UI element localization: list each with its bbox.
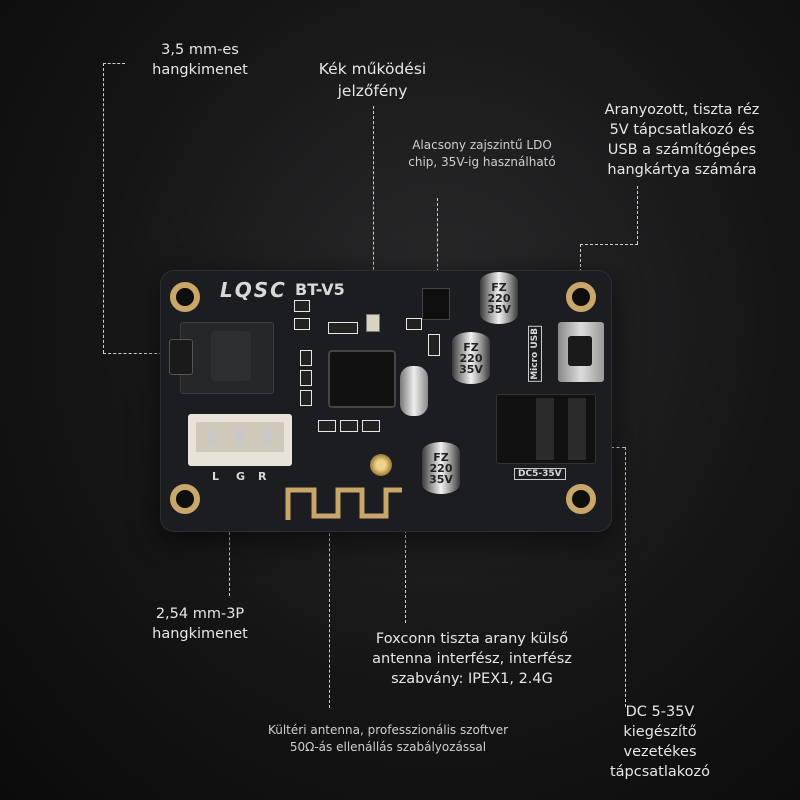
mounting-hole-bottom-left (170, 484, 200, 514)
label-dc-power: DC 5-35V kiegészítő vezetékes tápcsatlak… (609, 704, 711, 780)
pin-label-l: L (212, 470, 220, 483)
mounting-hole-top-left (170, 282, 200, 312)
capacitor-top: FZ 220 35V (480, 272, 518, 324)
leader-usb-horiz (580, 244, 638, 245)
micro-usb-port[interactable] (558, 322, 604, 382)
pcb-antenna (285, 487, 402, 520)
smd-pad (340, 420, 358, 432)
dc-label: DC5-35V (514, 468, 566, 480)
board-brand: LQSC (220, 278, 287, 302)
capacitor-bottom: FZ 220 35V (422, 442, 460, 494)
blue-led (366, 314, 380, 332)
pin-label-g: G (236, 470, 246, 483)
smd-pad (428, 334, 440, 356)
label-ldo-chip: Alacsony zajszintű LDO chip, 35V-ig hasz… (408, 138, 556, 169)
leader-antenna-interface (405, 475, 406, 623)
micro-usb-label: Micro USB (528, 326, 542, 382)
audio-jack[interactable] (169, 322, 274, 394)
leader-blue-led (373, 106, 374, 320)
label-pin-output: 2,54 mm-3P hangkimenet (152, 606, 248, 642)
label-outdoor-antenna: Kültéri antenna, professzionális szoftve… (267, 723, 509, 754)
label-audio-jack: 3,5 mm-es hangkimenet (152, 42, 248, 78)
mounting-hole-top-right (566, 282, 596, 312)
leader-audio-jack-vert (103, 63, 104, 353)
leader-outdoor-antenna (329, 508, 330, 708)
board-model: BT-V5 (295, 280, 345, 299)
ipex-antenna-connector[interactable] (370, 454, 392, 476)
smd-pad (300, 350, 312, 366)
leader-dc-vert (625, 447, 626, 707)
leader-audio-jack-top (103, 63, 125, 64)
label-antenna-interface: Foxconn tiszta arany külső antenna inter… (372, 631, 572, 687)
pin-label-r: R (258, 470, 267, 483)
dc-terminal-block[interactable] (496, 394, 596, 464)
smd-pad (362, 420, 380, 432)
label-usb-power: Aranyozott, tiszta réz 5V tápcsatlakozó … (604, 102, 760, 178)
leader-usb-vert (637, 186, 638, 244)
pin-header-3p[interactable] (188, 414, 292, 466)
label-blue-led: Kék működési jelzőfény (318, 60, 427, 100)
bluetooth-audio-board: LQSC BT-V5 L G R FZ 220 35V FZ 220 (160, 270, 612, 532)
crystal-oscillator (400, 366, 428, 416)
leader-dc-horiz (600, 447, 625, 448)
smd-pad (294, 318, 310, 330)
capacitor-middle: FZ 220 35V (452, 332, 490, 384)
leader-ldo-chip (437, 198, 438, 292)
ldo-chip (422, 288, 450, 320)
smd-pad (318, 420, 336, 432)
smd-pad (328, 322, 358, 334)
smd-pad (300, 370, 312, 386)
mounting-hole-bottom-right (566, 484, 596, 514)
smd-pad (300, 390, 312, 406)
leader-audio-jack-bottom (103, 353, 188, 354)
main-ic-chip (324, 352, 400, 406)
smd-pad (406, 318, 422, 330)
smd-pad (294, 300, 310, 312)
